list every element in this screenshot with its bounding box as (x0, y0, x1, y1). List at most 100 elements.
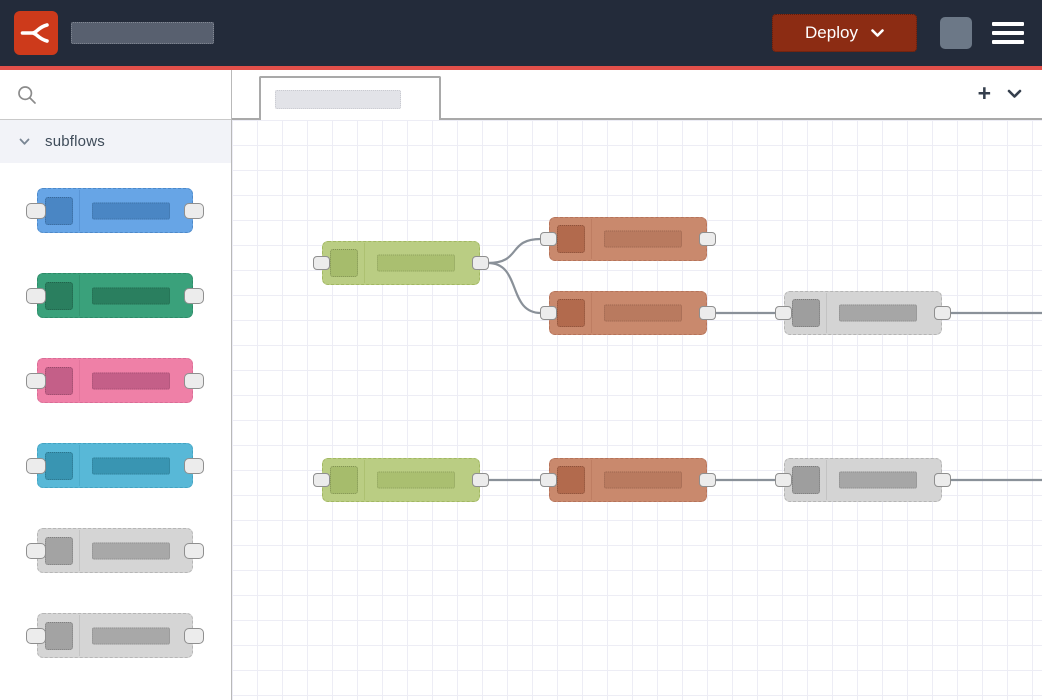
node-body (549, 291, 707, 335)
node-output-port[interactable] (699, 473, 716, 487)
node-output-port[interactable] (472, 256, 489, 270)
node-output-port[interactable] (184, 457, 204, 474)
node-red-logo-icon (20, 23, 49, 43)
node-divider (591, 460, 592, 500)
node-input-port[interactable] (26, 542, 46, 559)
node-body (37, 443, 193, 488)
node-body (37, 273, 193, 318)
hamburger-icon (992, 22, 1024, 26)
tab-actions: + (977, 79, 1042, 107)
wire[interactable] (486, 237, 543, 265)
node-label-placeholder (839, 471, 917, 489)
category-label: subflows (45, 133, 105, 150)
chevron-down-icon (871, 28, 884, 37)
node-icon (557, 299, 585, 327)
palette-node-subflow-gray-1[interactable] (26, 528, 204, 573)
node-input-port[interactable] (26, 287, 46, 304)
node-label-placeholder (604, 230, 682, 248)
node-output-port[interactable] (184, 287, 204, 304)
node-divider (826, 293, 827, 333)
deploy-label: Deploy (805, 23, 858, 42)
app-logo[interactable] (14, 11, 58, 55)
flow-node-gray-1[interactable] (775, 291, 951, 335)
node-output-port[interactable] (934, 473, 951, 487)
node-divider (591, 293, 592, 333)
node-input-port[interactable] (540, 473, 557, 487)
workspace-tab-bar: + (232, 70, 1042, 120)
flow-tab-active[interactable] (259, 76, 441, 120)
node-input-port[interactable] (540, 232, 557, 246)
node-input-port[interactable] (26, 627, 46, 644)
node-input-port[interactable] (313, 256, 330, 270)
header-accent-line (0, 66, 1042, 70)
node-label-placeholder (377, 254, 455, 272)
palette-search-box[interactable] (0, 70, 231, 120)
chevron-down-icon (19, 138, 30, 145)
wire[interactable] (486, 261, 543, 315)
node-input-port[interactable] (26, 457, 46, 474)
palette-node-subflow-pink[interactable] (26, 358, 204, 403)
node-input-port[interactable] (775, 473, 792, 487)
node-label-placeholder (839, 304, 917, 322)
node-icon (330, 249, 358, 277)
node-body (37, 358, 193, 403)
node-body (784, 291, 942, 335)
node-body (549, 217, 707, 261)
palette-node-subflow-green[interactable] (26, 273, 204, 318)
flow-list-button[interactable] (1007, 89, 1022, 99)
hamburger-icon (992, 31, 1024, 35)
node-output-port[interactable] (699, 232, 716, 246)
flow-node-orange-2[interactable] (540, 291, 716, 335)
node-output-port[interactable] (472, 473, 489, 487)
user-avatar[interactable] (940, 17, 972, 49)
node-output-port[interactable] (934, 306, 951, 320)
deploy-button[interactable]: Deploy (772, 14, 917, 52)
node-divider (364, 243, 365, 283)
node-body (784, 458, 942, 502)
node-input-port[interactable] (540, 306, 557, 320)
node-output-port[interactable] (184, 627, 204, 644)
node-body (37, 613, 193, 658)
node-label-placeholder (604, 471, 682, 489)
node-divider (364, 460, 365, 500)
main-menu-button[interactable] (990, 20, 1026, 46)
flow-canvas[interactable] (232, 120, 1042, 700)
node-input-port[interactable] (313, 473, 330, 487)
flow-node-orange-3[interactable] (540, 458, 716, 502)
palette-node-subflow-cyan[interactable] (26, 443, 204, 488)
flow-node-orange-1[interactable] (540, 217, 716, 261)
node-icon (792, 299, 820, 327)
node-input-port[interactable] (775, 306, 792, 320)
node-label-placeholder (377, 471, 455, 489)
node-icon (45, 451, 73, 480)
node-label-placeholder (92, 457, 170, 474)
node-output-port[interactable] (184, 202, 204, 219)
palette-node-subflow-gray-2[interactable] (26, 613, 204, 658)
wire-layer (486, 237, 1042, 482)
node-body (322, 241, 480, 285)
flow-node-green-1[interactable] (313, 241, 489, 285)
flow-node-green-2[interactable] (313, 458, 489, 502)
add-flow-button[interactable]: + (977, 79, 991, 106)
search-icon (18, 85, 36, 104)
app-title-placeholder (71, 22, 214, 44)
flow-tab-label-placeholder (275, 89, 401, 109)
node-icon (557, 225, 585, 253)
workspace: + (232, 70, 1042, 700)
flow-node-gray-2[interactable] (775, 458, 951, 502)
palette-node-subflow-blue[interactable] (26, 188, 204, 233)
node-divider (826, 460, 827, 500)
chevron-down-icon (1007, 89, 1022, 98)
palette-category-subflows[interactable]: subflows (0, 120, 231, 163)
palette-sidebar: subflows (0, 70, 232, 700)
node-divider (591, 219, 592, 259)
node-divider (79, 190, 80, 231)
node-label-placeholder (92, 202, 170, 219)
node-output-port[interactable] (699, 306, 716, 320)
hamburger-icon (992, 40, 1024, 44)
node-output-port[interactable] (184, 542, 204, 559)
node-input-port[interactable] (26, 202, 46, 219)
node-output-port[interactable] (184, 372, 204, 389)
node-input-port[interactable] (26, 372, 46, 389)
